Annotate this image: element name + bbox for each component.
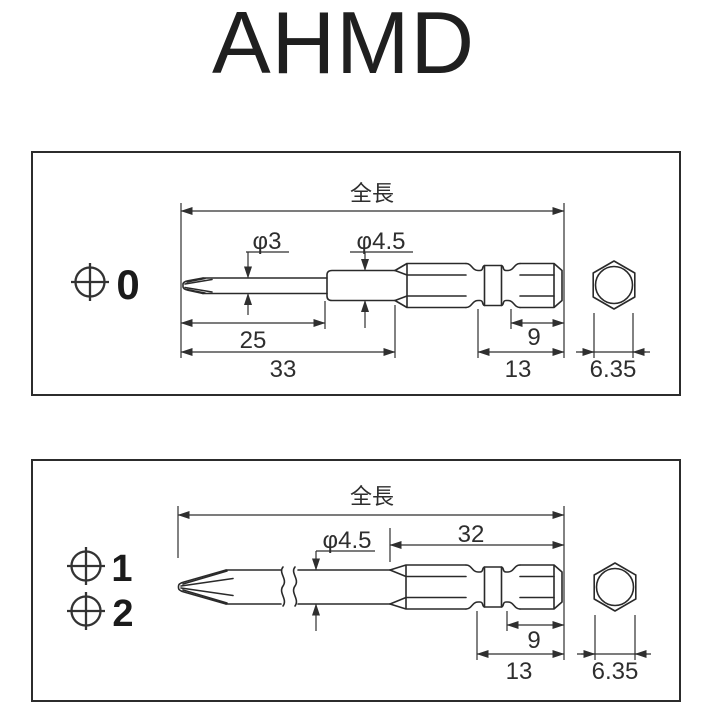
panel-bit-no1-no2: 1 2 bbox=[31, 459, 681, 702]
dim-shaft-diameter: φ4.5 bbox=[357, 228, 406, 255]
dim-hex-width: 6.35 bbox=[590, 356, 637, 383]
bit-size-label: 2 bbox=[112, 593, 133, 635]
bit-size-label: 1 bbox=[111, 548, 132, 590]
phillips-circle-icon bbox=[71, 263, 109, 301]
dim-tip-diameter: φ3 bbox=[253, 228, 282, 255]
phillips-circle-icon bbox=[67, 592, 105, 630]
dim-shaft-diameter: φ4.5 bbox=[323, 527, 372, 554]
dim-hex-width: 6.35 bbox=[592, 658, 639, 685]
dim-hex-rear: 9 bbox=[527, 324, 540, 351]
dimension-lines bbox=[177, 506, 651, 660]
hex-end-view bbox=[592, 260, 636, 310]
bit-drawing bbox=[182, 262, 563, 309]
panel-bit-no0: 0 bbox=[31, 151, 681, 396]
technical-drawing-no1-no2: 1 2 bbox=[67, 484, 651, 685]
dim-hex-groove: 13 bbox=[505, 356, 532, 383]
dim-hex-rear: 9 bbox=[527, 627, 540, 654]
dim-overall-length: 全長 bbox=[350, 484, 394, 509]
dim-tip-length: 25 bbox=[240, 327, 267, 354]
dim-hex-section: 32 bbox=[458, 521, 485, 548]
dim-shaft-length: 33 bbox=[270, 356, 297, 383]
dimension-lines bbox=[180, 203, 650, 358]
hex-end-view bbox=[593, 562, 637, 612]
page-title: AHMD bbox=[211, 0, 476, 92]
phillips-circle-icon bbox=[67, 547, 105, 585]
bit-drawing bbox=[177, 564, 563, 610]
bit-size-label: 0 bbox=[116, 261, 139, 308]
dim-hex-groove: 13 bbox=[506, 658, 533, 685]
technical-drawing-no0: 0 bbox=[71, 181, 650, 383]
dim-overall-length: 全長 bbox=[350, 181, 394, 206]
